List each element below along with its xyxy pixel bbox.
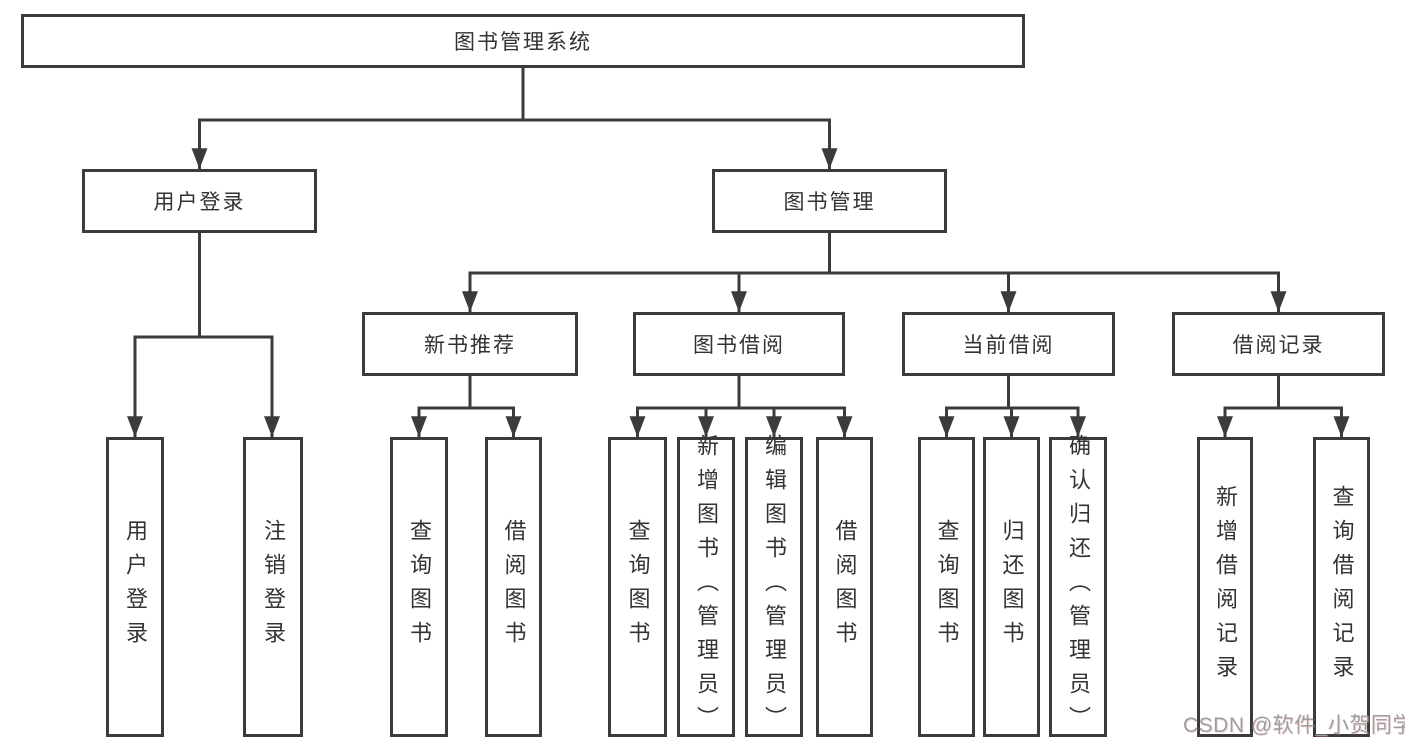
node-leaf-logout: 注销登录 — [243, 437, 303, 737]
node-leaf-borrow-book-borrow: 借阅图书 — [816, 437, 873, 737]
node-borrow-record: 借阅记录 — [1172, 312, 1385, 376]
node-leaf-query-record-label: 查询借阅记录 — [1329, 485, 1355, 689]
connector-borrow-record — [1223, 376, 1343, 410]
connector-new-book-rec — [417, 376, 515, 410]
node-new-book-rec: 新书推荐 — [362, 312, 578, 376]
connector-book-mgmt — [468, 233, 1280, 275]
node-leaf-borrow-book-rec: 借阅图书 — [485, 437, 542, 737]
connector-root — [198, 66, 831, 122]
node-leaf-add-book: 新增图书（管理员） — [677, 434, 735, 740]
connector-book-borrow — [636, 376, 846, 410]
node-leaf-confirm-return-label: 确认归还（管理员） — [1066, 434, 1091, 740]
node-leaf-query-book-borrow-label: 查询图书 — [625, 519, 651, 655]
node-user-login-label: 用户登录 — [153, 191, 246, 214]
node-current-borrow-label: 当前借阅 — [962, 334, 1055, 357]
node-root-label: 图书管理系统 — [454, 31, 592, 54]
node-leaf-logout-label: 注销登录 — [261, 519, 286, 655]
node-leaf-query-book-current: 查询图书 — [918, 437, 975, 737]
node-book-mgmt-label: 图书管理 — [783, 191, 876, 214]
node-leaf-user-login: 用户登录 — [106, 437, 164, 737]
node-leaf-query-book-rec-label: 查询图书 — [407, 519, 432, 655]
node-book-mgmt: 图书管理 — [712, 169, 947, 233]
node-borrow-record-label: 借阅记录 — [1232, 334, 1325, 357]
node-leaf-borrow-book-rec-label: 借阅图书 — [501, 519, 527, 655]
node-new-book-rec-label: 新书推荐 — [424, 334, 516, 357]
node-current-borrow: 当前借阅 — [902, 312, 1115, 376]
connector-current-borrow — [945, 376, 1080, 410]
node-leaf-return-book-label: 归还图书 — [999, 519, 1025, 655]
node-leaf-return-book: 归还图书 — [983, 437, 1040, 737]
node-user-login: 用户登录 — [82, 169, 317, 233]
node-leaf-edit-book-label: 编辑图书（管理员） — [762, 434, 787, 740]
node-leaf-query-book-rec: 查询图书 — [390, 437, 448, 737]
watermark: CSDN @软件_小贺同学 — [1183, 714, 1405, 737]
node-leaf-confirm-return: 确认归还（管理员） — [1049, 434, 1107, 740]
node-leaf-query-record: 查询借阅记录 — [1313, 437, 1370, 737]
connector-user-login — [133, 233, 274, 339]
node-root: 图书管理系统 — [21, 14, 1025, 68]
node-leaf-borrow-book-borrow-label: 借阅图书 — [832, 519, 858, 655]
node-book-borrow-label: 图书借阅 — [693, 334, 785, 357]
node-leaf-add-record-label: 新增借阅记录 — [1213, 485, 1238, 689]
node-leaf-user-login-label: 用户登录 — [123, 519, 148, 655]
node-leaf-edit-book: 编辑图书（管理员） — [745, 434, 803, 740]
node-leaf-add-record: 新增借阅记录 — [1197, 437, 1253, 737]
node-leaf-add-book-label: 新增图书（管理员） — [694, 434, 719, 740]
node-leaf-query-book-borrow: 查询图书 — [608, 437, 667, 737]
node-leaf-query-book-current-label: 查询图书 — [934, 519, 960, 655]
node-book-borrow: 图书借阅 — [633, 312, 845, 376]
